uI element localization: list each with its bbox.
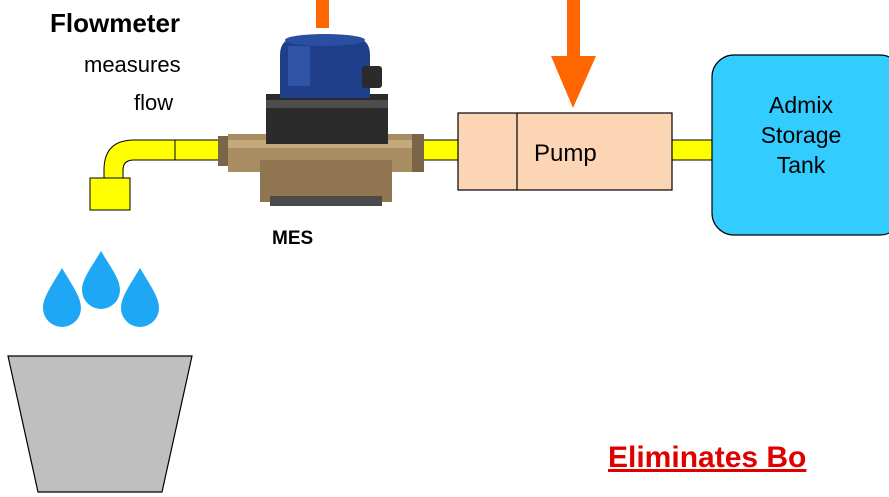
tank-label-line3: Tank [776,152,826,178]
flowmeter-device [218,34,424,206]
arrow-stub [316,0,329,28]
down-arrow [551,0,596,108]
admix-storage-tank [711,54,889,236]
flowmeter-caption-line1: measures [84,52,181,77]
pump-box [457,112,673,191]
tank-label: Admix Storage Tank [712,90,889,180]
pump-label: Pump [534,140,597,167]
flowmeter-caption-line2: flow [134,90,174,115]
eliminates-banner: Eliminates Bo [608,441,807,474]
tank-label-line2: Storage [760,122,842,148]
meter-label: MES [272,228,314,249]
bucket-icon [7,355,193,493]
tank-label-line1: Admix [769,92,833,118]
water-drops-icon [43,251,159,327]
flowmeter-title: Flowmeter [50,8,181,38]
pipe [89,139,713,211]
